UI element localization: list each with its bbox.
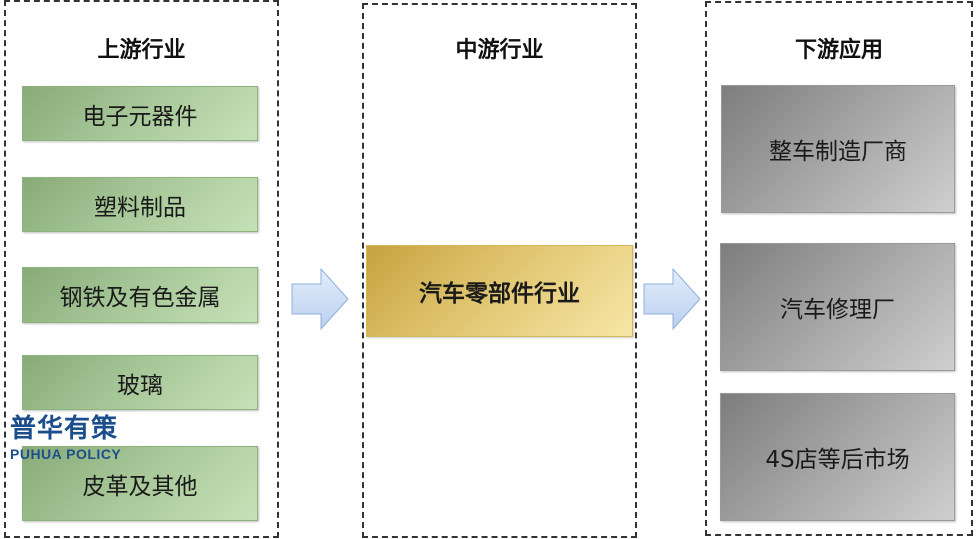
midstream-title: 中游行业 bbox=[455, 38, 544, 63]
upstream-item-electronics: 电子元器件 bbox=[22, 86, 258, 141]
right-arrow-icon bbox=[643, 268, 701, 330]
upstream-item-plastics: 塑料制品 bbox=[22, 177, 258, 232]
downstream-item-oem: 整车制造厂商 bbox=[721, 85, 955, 213]
upstream-item-leather-other: 皮革及其他 bbox=[22, 446, 258, 521]
watermark-cn: 普华有策 bbox=[10, 414, 119, 444]
core-industry-box: 汽车零部件行业 bbox=[366, 245, 633, 337]
downstream-item-aftermarket: 4S店等后市场 bbox=[720, 393, 955, 521]
upstream-item-glass: 玻璃 bbox=[22, 355, 258, 410]
right-arrow-icon bbox=[291, 268, 349, 330]
downstream-title: 下游应用 bbox=[794, 38, 883, 63]
watermark-en: PUHUA POLICY bbox=[10, 446, 122, 462]
downstream-item-repair-shop: 汽车修理厂 bbox=[720, 243, 955, 371]
puhua-watermark: 普华有策 PUHUA POLICY bbox=[10, 413, 121, 463]
upstream-title: 上游行业 bbox=[97, 38, 186, 63]
upstream-item-steel-nonferrous: 钢铁及有色金属 bbox=[22, 267, 258, 323]
